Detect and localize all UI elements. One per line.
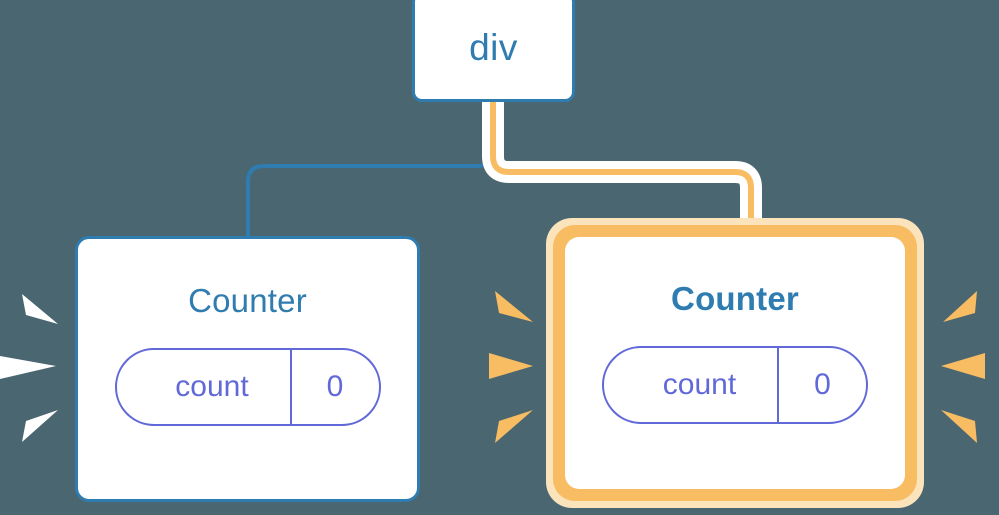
sparkle-group-left bbox=[0, 285, 62, 450]
edge-root-to-counter-right bbox=[490, 100, 754, 232]
state-key-left: count bbox=[175, 370, 249, 403]
node-counter-right[interactable]: Counter count 0 bbox=[565, 237, 905, 489]
sparkle-group-right bbox=[933, 283, 999, 451]
state-value-left: 0 bbox=[289, 350, 379, 424]
sparkle-group-middle bbox=[489, 283, 547, 451]
sparkle-ray-icon bbox=[0, 356, 56, 379]
state-capsule-left: count 0 bbox=[114, 348, 381, 426]
state-key-right: count bbox=[662, 368, 737, 401]
state-value-right: 0 bbox=[777, 348, 866, 422]
state-capsule-right: count 0 bbox=[602, 346, 868, 424]
edge-root-to-counter-left bbox=[246, 102, 495, 238]
sparkle-ray-icon bbox=[941, 353, 985, 379]
sparkle-ray-icon bbox=[495, 410, 533, 443]
node-counter-left-label: Counter bbox=[188, 282, 307, 319]
sparkle-ray-icon bbox=[22, 294, 58, 324]
sparkle-ray-icon bbox=[22, 410, 58, 442]
sparkle-ray-icon bbox=[943, 291, 977, 322]
node-counter-right-label: Counter bbox=[671, 280, 799, 317]
node-counter-left[interactable]: Counter count 0 bbox=[75, 236, 420, 502]
sparkle-ray-icon bbox=[489, 353, 533, 379]
node-div[interactable]: div bbox=[412, 0, 575, 102]
node-counter-right-highlight-wrapper[interactable]: Counter count 0 bbox=[546, 218, 924, 508]
sparkle-ray-icon bbox=[941, 410, 977, 443]
node-div-label: div bbox=[469, 26, 518, 68]
edge-root-to-counter-right-halo bbox=[482, 100, 762, 232]
sparkle-ray-icon bbox=[495, 291, 533, 322]
